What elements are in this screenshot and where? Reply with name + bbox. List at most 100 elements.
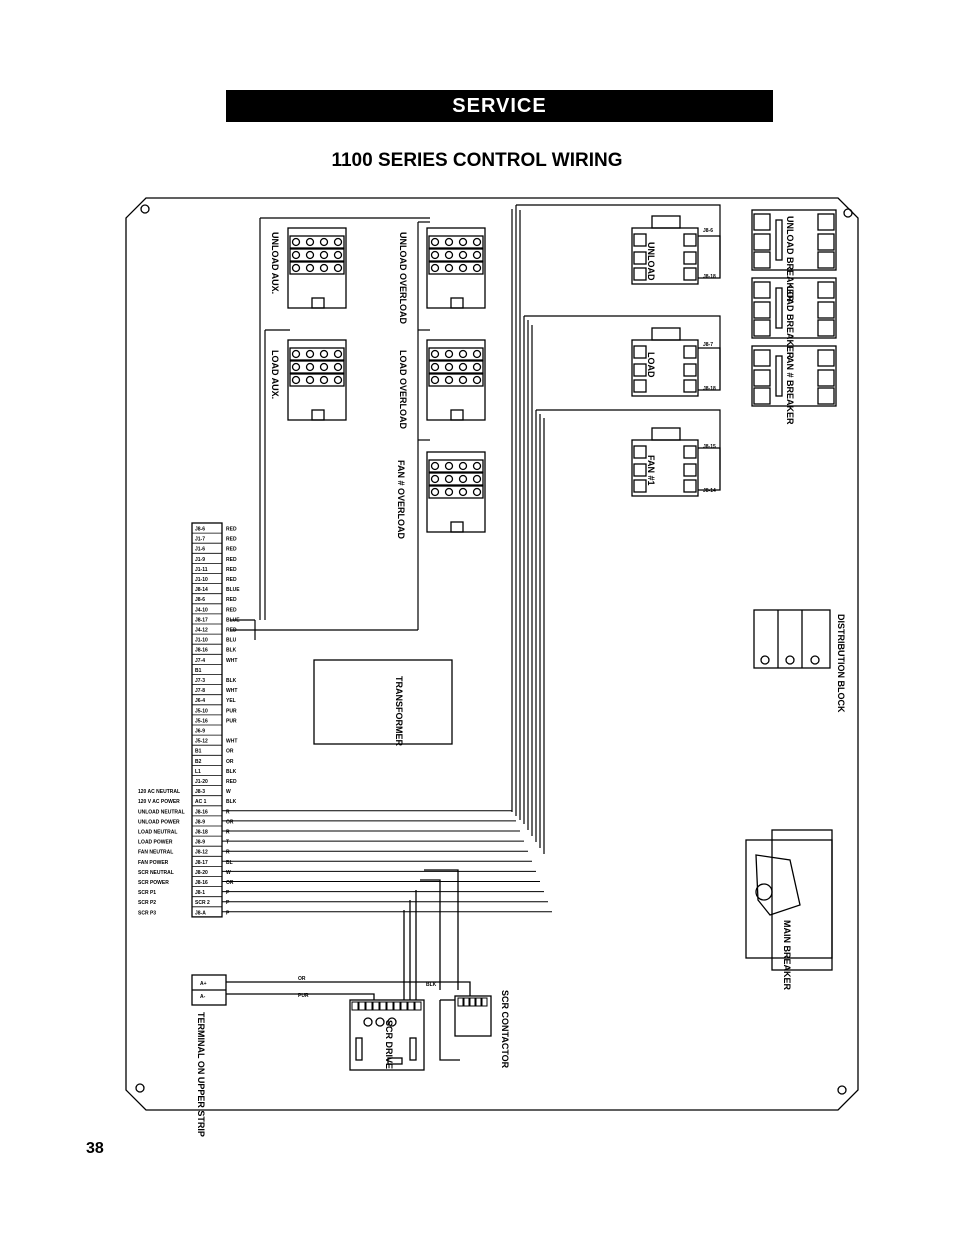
wire-color: RED	[226, 557, 237, 563]
terminal-pin: B1	[195, 668, 202, 674]
terminal-pin: L1	[195, 769, 201, 775]
banner-text: SERVICE	[452, 94, 547, 117]
contactor-block	[287, 227, 347, 309]
scr-pin	[386, 1001, 394, 1011]
label-distribution-block: DISTRIBUTION BLOCK	[836, 614, 846, 713]
wire-color: WHT	[226, 658, 237, 664]
scr-pin	[365, 1001, 373, 1011]
wire-color: OR	[226, 819, 234, 825]
label-fan-overload: FAN # OVERLOAD	[396, 460, 406, 540]
terminal-name: LOAD POWER	[138, 840, 173, 846]
coil-pin: J8-6	[703, 228, 713, 234]
wire-color: BL	[226, 860, 233, 866]
wire-color: WHT	[226, 688, 237, 694]
label-scr-drive: SCR DRIVE	[384, 1020, 394, 1069]
main-breaker	[745, 829, 833, 971]
wire-label: BLK	[426, 982, 437, 988]
wire-color: BLK	[226, 678, 237, 684]
terminal-pin: J6-4	[195, 698, 205, 704]
coil-pin: J8-18	[703, 386, 716, 392]
wire-color: OR	[226, 749, 234, 755]
wire-color: YEL	[226, 698, 236, 704]
terminal-pin: J8-9	[195, 819, 205, 825]
wire-color: BLK	[226, 799, 237, 805]
distribution-block	[753, 609, 831, 669]
wire-color: P	[226, 910, 230, 916]
coil-pin: J8-15	[703, 444, 716, 450]
label-fan1: FAN #1	[646, 455, 656, 486]
wire-color: BLK	[226, 769, 237, 775]
terminal-pin: SCR 2	[195, 900, 210, 906]
wire-color: RED	[226, 537, 237, 543]
terminal-pin: J1-11	[195, 567, 208, 573]
wire-color: BLUE	[226, 617, 240, 623]
terminal-name: FAN NEUTRAL	[138, 850, 173, 856]
terminal-row: J8-9 OR UNLOAD POWER	[138, 819, 516, 827]
terminal-pin: J5-12	[195, 739, 208, 745]
terminal-row: B1 OR	[192, 749, 234, 756]
label-unload: UNLOAD	[646, 242, 656, 281]
terminal-pin: J5-16	[195, 718, 208, 724]
terminal-pin: J8-14	[195, 587, 208, 593]
terminal-name: UNLOAD NEUTRAL	[138, 809, 185, 815]
contactor-coil	[631, 327, 721, 397]
label-transformer: TRANSFORMER	[394, 676, 404, 746]
wire-color: T	[226, 840, 229, 846]
scr-pin	[379, 1001, 387, 1011]
mount-hole	[135, 1083, 145, 1093]
breaker	[751, 209, 837, 271]
wire-color: BLU	[226, 638, 237, 644]
terminal-name: FAN POWER	[138, 860, 169, 866]
page-number: 38	[86, 1140, 104, 1157]
wire-color: W	[226, 870, 231, 876]
terminal-name: LOAD NEUTRAL	[138, 830, 177, 836]
terminal-row: L1 BLK	[192, 769, 237, 776]
terminal-pin: J4-10	[195, 607, 208, 613]
wire-color: W	[226, 789, 231, 795]
terminal-pin: J6-9	[195, 729, 205, 735]
terminal-pin: J8-12	[195, 850, 208, 856]
terminal-pin: J8-16	[195, 648, 208, 654]
wire-color: PUR	[226, 708, 237, 714]
terminal-pin: J1-10	[195, 638, 208, 644]
wire-label: PUR	[298, 993, 309, 999]
terminal-pin: B1	[195, 749, 202, 755]
wire-color: RED	[226, 597, 237, 603]
wire-color: R	[226, 809, 230, 815]
terminal-name: UNLOAD POWER	[138, 819, 180, 825]
contactor-pin	[469, 997, 476, 1007]
terminal-pin: J8-A	[195, 910, 206, 916]
terminal-name: SCR P1	[138, 890, 156, 896]
scr-contactor	[454, 995, 492, 1037]
scr-pin	[393, 1001, 401, 1011]
label-scr-contactor: SCR CONTACTOR	[500, 990, 510, 1069]
wire-color: P	[226, 890, 230, 896]
terminal-term: A+	[200, 981, 207, 987]
terminal-pin: B2	[195, 759, 202, 765]
terminal-row: J1-10 BLU	[192, 638, 237, 645]
terminal-pin: J1-10	[195, 577, 208, 583]
wire-color: RED	[226, 547, 237, 553]
contactor-block	[426, 451, 486, 533]
terminal-pin: J1-20	[195, 779, 208, 785]
wire-label: OR	[298, 976, 306, 982]
label-load-overload: LOAD OVERLOAD	[398, 350, 408, 430]
contactor-pin	[481, 997, 488, 1007]
contactor-pin	[475, 997, 482, 1007]
terminal-row: J6-9	[192, 729, 222, 736]
